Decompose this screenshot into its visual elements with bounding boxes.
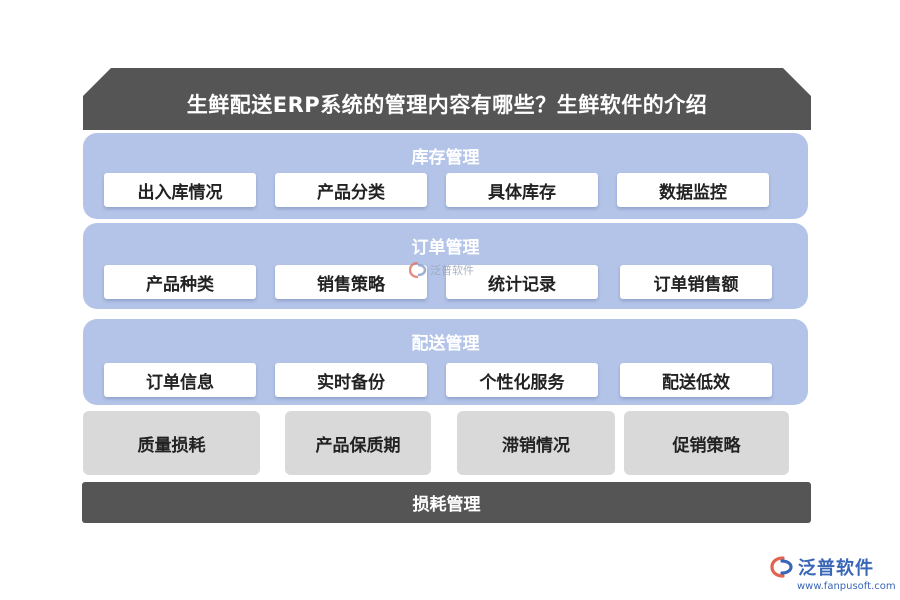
loss-management-bar: 损耗管理	[82, 482, 811, 523]
loss-item: 滞销情况	[457, 411, 615, 475]
section-item: 产品种类	[104, 265, 256, 299]
loss-item: 产品保质期	[285, 411, 431, 475]
brand-logo-icon	[770, 556, 793, 578]
section-delivery: 配送管理 订单信息 实时备份 个性化服务 配送低效	[83, 319, 808, 405]
section-title: 库存管理	[411, 148, 480, 168]
section-item: 订单销售额	[620, 265, 772, 299]
section-item: 出入库情况	[104, 173, 256, 207]
brand-logo: 泛普软件 www.fanpusoft.com	[770, 554, 896, 596]
brand-url: www.fanpusoft.com	[797, 581, 896, 592]
diagram-header: 生鲜配送ERP系统的管理内容有哪些？生鲜软件的介绍	[83, 68, 811, 130]
section-item: 实时备份	[275, 363, 427, 397]
section-item: 个性化服务	[446, 363, 598, 397]
watermark: 泛普软件	[409, 262, 474, 278]
section-item: 统计记录	[446, 265, 598, 299]
section-inventory: 库存管理 出入库情况 产品分类 具体库存 数据监控	[83, 133, 808, 219]
section-item: 配送低效	[620, 363, 772, 397]
loss-item: 促销策略	[624, 411, 789, 475]
section-title: 订单管理	[411, 238, 480, 258]
section-title: 配送管理	[411, 334, 480, 354]
loss-item: 质量损耗	[83, 411, 260, 475]
section-item: 具体库存	[446, 173, 598, 207]
watermark-text: 泛普软件	[430, 264, 474, 277]
section-item: 产品分类	[275, 173, 427, 207]
section-item: 数据监控	[617, 173, 769, 207]
section-item: 订单信息	[104, 363, 256, 397]
section-orders: 订单管理 产品种类 销售策略 统计记录 订单销售额	[83, 223, 808, 309]
section-item: 销售策略	[275, 265, 427, 299]
brand-logo-icon	[409, 262, 427, 278]
brand-name: 泛普软件	[798, 558, 874, 579]
diagram-title: 生鲜配送ERP系统的管理内容有哪些？生鲜软件的介绍	[186, 93, 708, 117]
